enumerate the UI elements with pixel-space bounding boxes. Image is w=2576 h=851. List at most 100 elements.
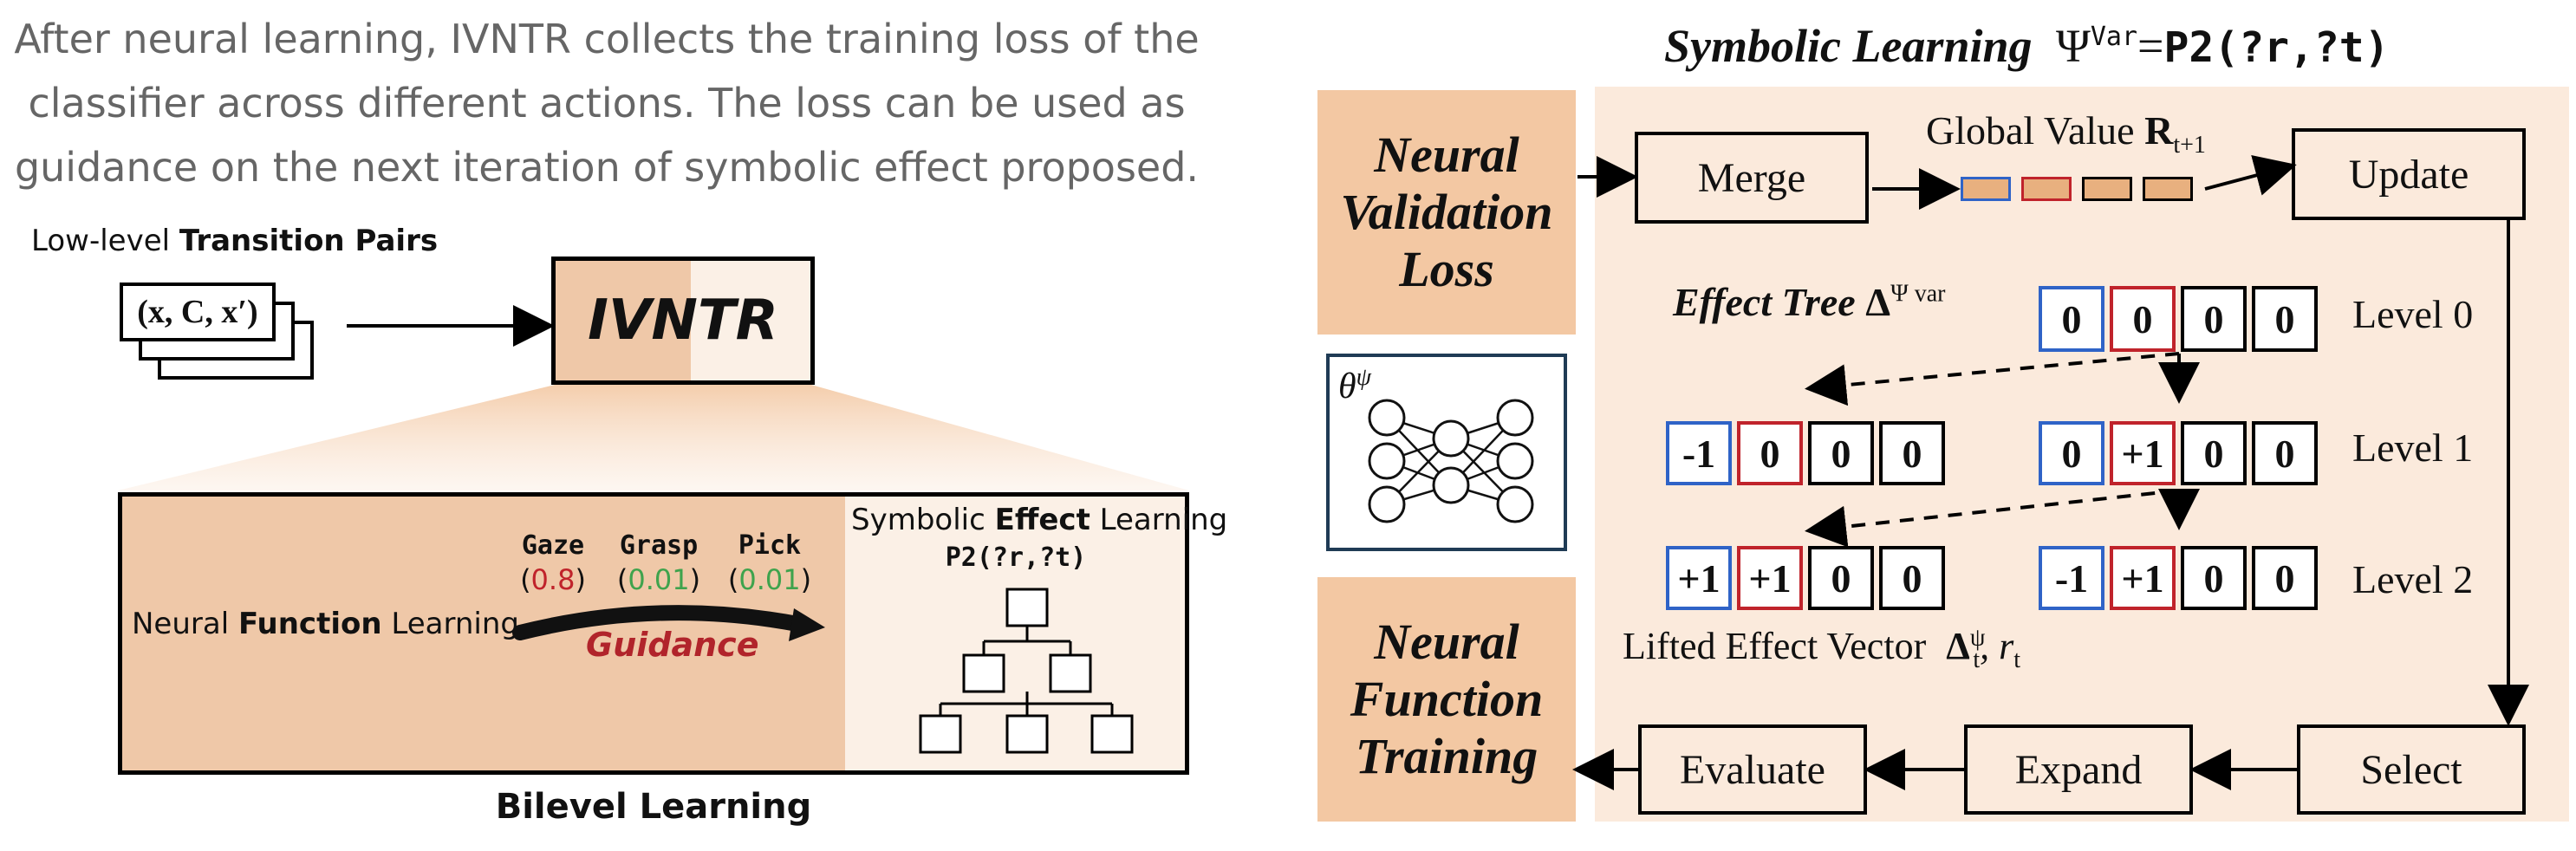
neural-function-region [122,497,845,770]
level0-cell-1-value: 0 [2061,296,2082,341]
caption-line-2: classifier across different actions. The… [28,80,1186,127]
nvl-line-2: Validation [1340,184,1553,240]
title-eq: = [2137,20,2164,72]
symbolic-effect-label: Symbolic Effect Learning [851,503,1227,537]
theta-label: θψ [1338,364,1371,407]
gaze-loss-value: 0.8 [530,563,576,596]
theta-symbol: θ [1338,367,1356,406]
symbolic-label-suffix: Learning [1090,503,1228,537]
symbolic-predicate: P2(?r,?t) [945,542,1087,573]
update-box: Update [2292,128,2526,220]
title-predicate: P2(?r,?t) [2163,23,2390,72]
transition-pairs-label: Low-level Transition Pairs [31,224,438,258]
title-prefix: Symbolic Learning [1664,20,2033,72]
left-connectors [118,305,1189,490]
lifted-effect-vector-label: Lifted Effect Vector Δψt, rt [1623,624,2020,674]
level2-left-cell-3-value: 0 [1831,555,1851,601]
level2-left-cell-4-value: 0 [1902,555,1922,601]
level2-right-cell-1: -1 [2039,546,2104,610]
level-2-label: Level 2 [2352,557,2474,601]
level2-right-cell-4: 0 [2252,546,2318,610]
nft-line-3: Training [1355,728,1538,784]
theta-sup: ψ [1356,364,1372,391]
neural-function-training-box: Neural Function Training [1317,577,1576,822]
lifted-label-text: Lifted Effect Vector [1623,625,1927,667]
global-value-cell-2 [2021,177,2072,201]
level1-left-cell-3-value: 0 [1831,431,1851,476]
ivntr-label: IVNTR [588,289,778,353]
level2-right-cell-3: 0 [2181,546,2247,610]
global-value-text: Global Value [1926,108,2135,153]
effect-tree-text: Effect Tree [1673,280,1856,324]
symbolic-label-bold: Effect [994,503,1090,537]
select-box: Select [2297,724,2526,815]
transition-label-bold: Transition Pairs [179,224,439,258]
level0-cell-4: 0 [2252,286,2318,352]
neural-label-prefix: Neural [132,607,238,641]
level2-right-cell-4-value: 0 [2274,555,2295,601]
pick-loss-value: 0.01 [738,563,801,596]
level0-cell-3: 0 [2181,286,2247,352]
level1-left-cell-2: 0 [1737,421,1803,485]
neural-validation-loss-box: Neural Validation Loss [1317,90,1576,335]
level0-cell-2-value: 0 [2132,296,2153,341]
bilevel-label: Bilevel Learning [495,787,812,827]
lifted-symbol: Δ [1946,625,1970,667]
effect-tree-label: Effect Tree ΔΨ var [1673,279,1946,325]
tree-diagram [919,588,1134,754]
action-grasp-loss: (0.01) [616,563,701,596]
level1-left-cell-2-value: 0 [1760,431,1780,476]
level0-cell-3-value: 0 [2203,296,2224,341]
select-label: Select [2360,746,2462,793]
title-sup: Var [2090,22,2138,52]
guidance-arrow [512,605,825,641]
merge-label: Merge [1697,154,1806,201]
network-box: θψ [1326,354,1567,551]
level-0-label: Level 0 [2352,292,2474,336]
global-value-symbol: R [2144,108,2174,153]
nft-line-1: Neural [1374,614,1519,670]
level0-cell-2: 0 [2110,286,2176,352]
nvl-line-1: Neural [1374,127,1519,183]
level1-right-cell-2-value: +1 [2121,431,2164,476]
ivntr-fan [118,385,1189,490]
level1-left-cell-1-value: -1 [1682,431,1716,476]
expand-box: Expand [1964,724,2193,815]
effect-tree-sup: Ψ var [1890,280,1946,308]
level2-left-cell-1-value: +1 [1677,555,1721,601]
nvl-line-3: Loss [1399,241,1494,297]
level1-left-cell-4: 0 [1879,421,1945,485]
effect-tree-symbol: Δ [1865,280,1891,324]
level2-left-cell-1: +1 [1666,546,1732,610]
grasp-loss-value: 0.01 [628,563,690,596]
global-value-cell-4 [2143,177,2193,201]
global-value-cell-1 [1961,177,2011,201]
level2-right-cell-2-value: +1 [2121,555,2164,601]
neural-network-icon [1368,399,1534,523]
caption-line-1: After neural learning, IVNTR collects th… [14,16,1200,62]
global-value-sub: t+1 [2173,132,2206,159]
transition-label-prefix: Low-level [31,224,179,258]
action-gaze: Gaze [510,530,596,561]
action-grasp-name: Grasp [619,530,699,561]
level1-right-cell-4-value: 0 [2274,431,2295,476]
nft-line-2: Function [1350,671,1544,727]
level0-cell-1: 0 [2039,286,2104,352]
level2-left-cell-4: 0 [1879,546,1945,610]
neural-label-suffix: Learning [381,607,519,641]
title-psi: Ψ [2056,20,2091,72]
guidance-label: Guidance [586,626,759,664]
level1-right-cell-4: 0 [2252,421,2318,485]
level1-right-cell-1: 0 [2039,421,2104,485]
action-pick-loss: (0.01) [727,563,812,596]
level-1-label: Level 1 [2352,426,2474,470]
level1-left-cell-3: 0 [1808,421,1874,485]
action-gaze-loss: (0.8) [520,563,586,596]
level2-left-cell-3: 0 [1808,546,1874,610]
level2-left-cell-2: +1 [1737,546,1803,610]
ivntr-box: IVNTR [551,257,815,385]
caption-line-3: guidance on the next iteration of symbol… [14,144,1200,191]
evaluate-label: Evaluate [1680,746,1825,793]
action-pick: Pick [726,530,813,561]
neural-label-bold: Function [237,607,382,641]
